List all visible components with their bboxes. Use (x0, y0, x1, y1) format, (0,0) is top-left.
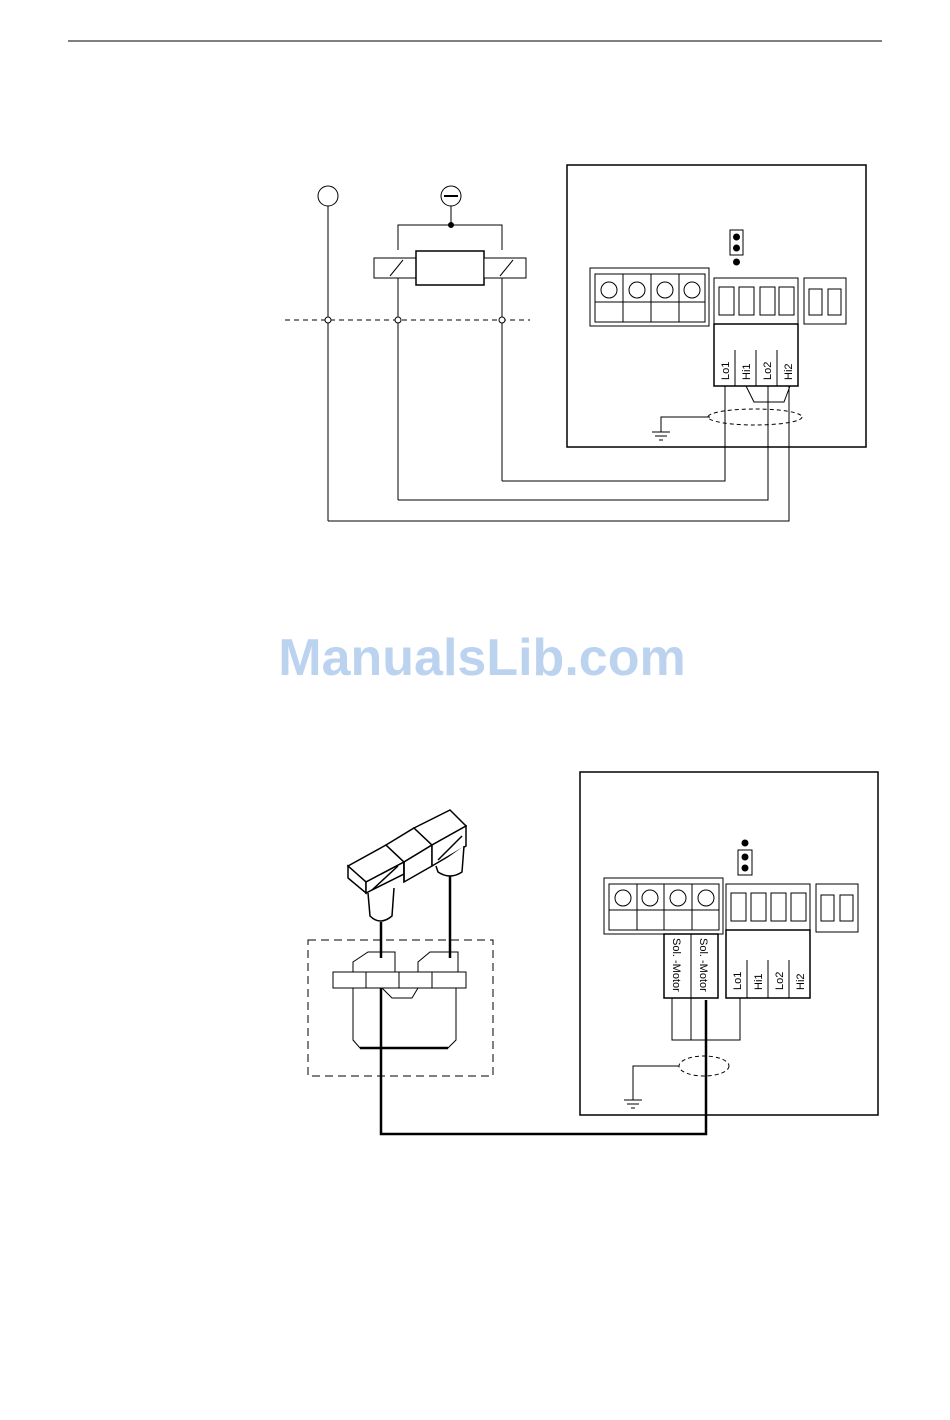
terminal-label-hi2: Hi2 (783, 363, 795, 380)
terminal-label-hi2-2: Hi2 (795, 973, 807, 990)
ground-icon (652, 432, 670, 440)
terminal-label-lo1: Lo1 (720, 362, 732, 380)
jumper-icon (730, 230, 743, 265)
valve-actuator (348, 810, 466, 921)
screw-terminal-icon-2 (604, 878, 723, 934)
transmitter-enclosure-2 (580, 772, 878, 1115)
flow-sensor (374, 251, 526, 285)
terminal-label-lo1-2: Lo1 (732, 972, 744, 990)
cable-shield (708, 409, 802, 425)
jumper-icon-2 (738, 840, 752, 875)
watermark: ManualsLib.com (278, 629, 685, 687)
cable-shield-2 (679, 1056, 729, 1076)
transmitter-enclosure (567, 165, 866, 447)
minus-circle-icon (441, 186, 461, 206)
motor-label-1: Sol. -Motor (670, 938, 682, 992)
terminal-label-hi1-2: Hi1 (753, 973, 765, 990)
junction-box (308, 940, 493, 1076)
screw-terminal-icon (590, 268, 709, 326)
terminal-label-lo2-2: Lo2 (774, 972, 786, 990)
ground-icon-2 (624, 1100, 642, 1108)
open-terminal-circle (318, 186, 338, 206)
terminal-strip (333, 952, 466, 1048)
terminal-label-hi1: Hi1 (741, 363, 753, 380)
wiring-diagram-1 (285, 165, 866, 521)
terminal-label-lo2: Lo2 (762, 362, 774, 380)
motor-label-2: Sol. -Motor (697, 938, 709, 992)
wiring-diagram-2 (308, 772, 878, 1134)
